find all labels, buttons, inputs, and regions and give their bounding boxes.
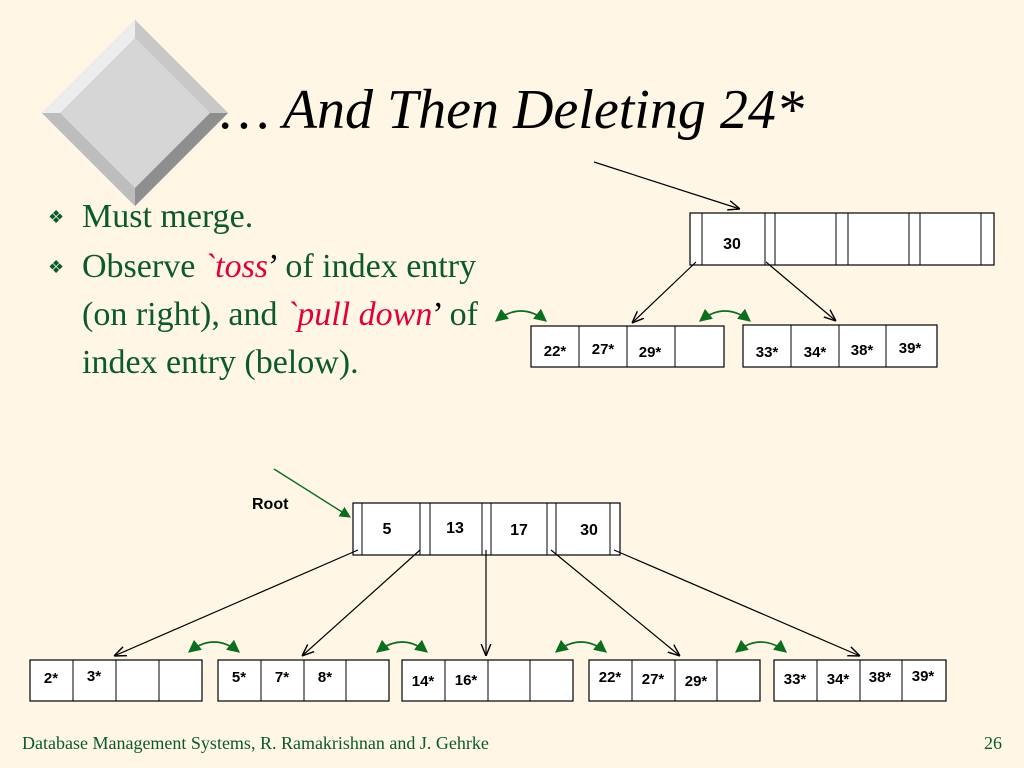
bullet-list: ❖ Must merge. ❖ Observe `toss’ of index … [48,193,488,387]
leaf-entry: 33* [756,344,779,361]
tick-close: ’ [268,248,277,285]
leaf-entry: 22* [544,343,567,360]
root-key: 30 [580,522,598,539]
leaf-entry: 33* [784,671,807,688]
page-number: 26 [984,733,1002,753]
toss-highlight: toss [215,248,269,285]
top-child-arrow-right [765,261,836,321]
sibling-link-arrow [495,308,547,322]
leaf-entry: 3* [87,668,101,685]
page-title: … And Then Deleting 24* [220,79,804,141]
leaf-node-1: 2* 3* [29,659,203,702]
leaf-entry: 7* [275,669,289,686]
top-leaf-1: 22* 27* 29* [530,325,725,368]
top-leaf-2: 33* 34* 38* 39* [742,324,938,368]
root-key: 5 [383,521,392,538]
leaf-entry: 38* [869,669,892,686]
bullet-observe: ❖ Observe `toss’ of index entry (on righ… [48,243,488,387]
sibling-link-arrow [555,639,607,653]
leaf-entry: 22* [599,669,622,686]
leaf-entry: 29* [639,344,662,361]
leaf-entry: 39* [899,340,922,357]
top-child-arrow-left [632,261,697,323]
bottom-root-node: 5 13 17 30 [352,502,621,556]
leaf-entry: 14* [412,673,435,690]
tick-open: ` [203,248,216,285]
diamond-icon [42,20,228,206]
root-label: Root [252,496,289,513]
root-key: 13 [446,520,464,537]
leaf-node-3: 14* 16* [401,659,574,702]
leaf-node-5: 33* 34* 38* 39* [773,659,947,702]
leaf-entry: 16* [455,672,478,689]
root-key: 17 [510,522,528,539]
child-arrow [302,549,421,656]
top-root-key: 30 [723,236,741,253]
top-root-pointer-arrow [593,161,740,209]
sibling-link-arrow [376,639,428,653]
leaf-entry: 27* [642,671,665,688]
child-arrow [613,549,860,656]
leaf-entry: 38* [851,342,874,359]
leaf-entry: 27* [592,341,615,358]
leaf-entry: 5* [232,669,246,686]
footer-credit: Database Management Systems, R. Ramakris… [22,733,489,753]
leaf-node-2: 5* 7* 8* [217,659,390,702]
child-arrow [114,549,359,656]
leaf-entry: 34* [827,671,850,688]
pull-down-highlight: pull down [297,296,433,333]
leaf-node-4: 22* 27* 29* [588,659,761,702]
leaf-entry: 39* [912,668,935,685]
child-arrow [550,549,680,656]
leaf-entry: 8* [318,669,332,686]
diamond-bullet-icon: ❖ [48,207,65,227]
tick-close: ’ [432,296,442,333]
sibling-link-arrow [699,308,751,322]
top-root-node: 30 [689,212,995,266]
sibling-link-arrow [188,639,240,653]
root-pointer-arrow [273,468,351,518]
leaf-entry: 2* [44,670,58,687]
leaf-entry: 34* [804,344,827,361]
diamond-bullet-icon: ❖ [48,257,65,277]
bullet-must-merge: ❖ Must merge. [48,193,488,241]
leaf-entry: 29* [685,673,708,690]
tick-open: ` [285,296,298,333]
sibling-link-arrow [735,639,787,653]
